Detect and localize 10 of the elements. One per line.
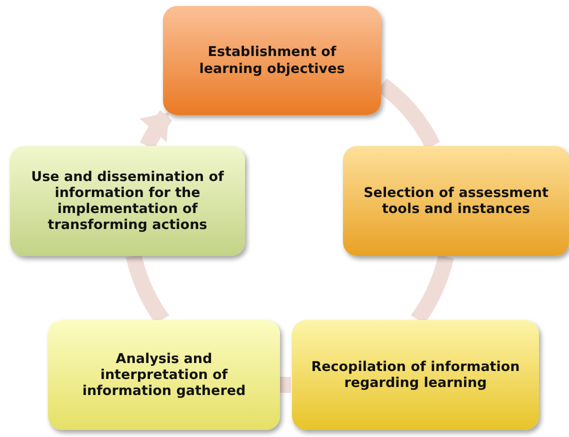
step-text: Analysis and interpretation of information gathered — [81, 350, 247, 400]
process-box — [292, 320, 539, 430]
step-text: Recopilation of information regarding learning — [310, 358, 521, 392]
process-box — [163, 6, 381, 115]
process-box — [343, 146, 569, 256]
step-text: Establishment of learning objectives — [198, 44, 346, 77]
process-box — [10, 146, 245, 256]
step-text: Selection of assessment tools and instances — [362, 184, 550, 218]
step-text: Use and dissemination of information for the implementation of transforming actions — [30, 168, 225, 234]
process-box — [48, 320, 280, 430]
